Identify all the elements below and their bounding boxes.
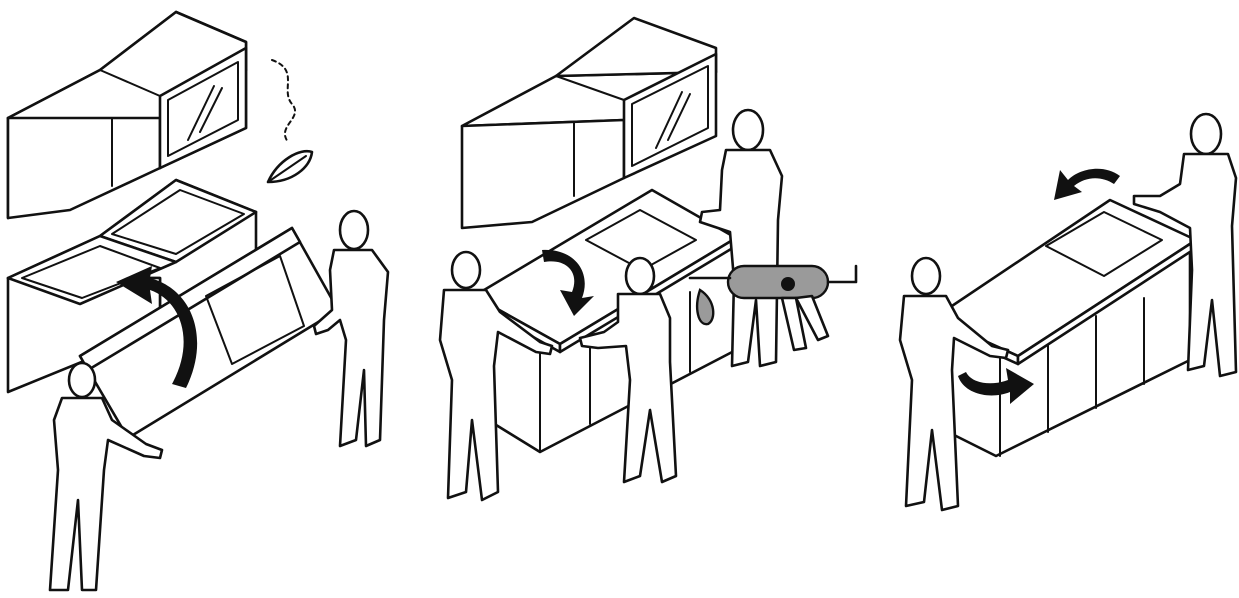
falling-leaf-icon	[268, 60, 312, 182]
curved-arrow-icon	[1054, 169, 1120, 200]
panel-lower-and-seal	[440, 18, 856, 500]
person-right-lifting	[314, 211, 388, 446]
panel-lift-countertop	[8, 12, 388, 590]
wall-cabinets-2	[462, 18, 716, 228]
panel-position-countertop	[900, 114, 1236, 510]
wall-cabinets	[8, 12, 246, 218]
